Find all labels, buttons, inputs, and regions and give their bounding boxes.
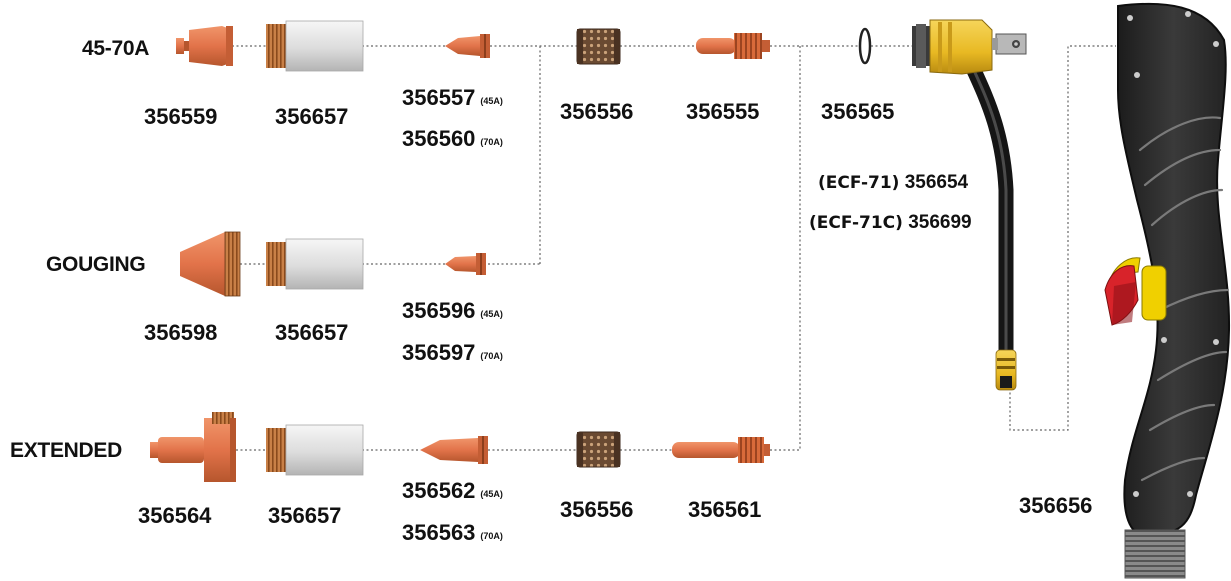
- retaining-cap-356657-row3-graphic: [266, 424, 364, 476]
- nozzle-356596-graphic: [445, 253, 486, 275]
- torch-body-graphic: [912, 19, 1027, 391]
- amp-45a-row2: (45A): [480, 309, 503, 319]
- part-number-356657-row2: 356657: [275, 320, 349, 345]
- o-ring-356565-graphic: [858, 27, 872, 65]
- part-number-356657-row3: 356657: [268, 503, 342, 528]
- electrode-356555-graphic: [696, 33, 770, 59]
- part-number-356555: 356555: [686, 99, 760, 124]
- row-label-45-70a: 45-70A: [82, 37, 150, 60]
- part-number-356563: 356563: [402, 520, 476, 545]
- model-code-ecf71c: (ECF-71C): [809, 213, 903, 233]
- nozzle-gouging-70a-label: 356597 (70A): [402, 342, 503, 364]
- part-number-356556-row1: 356556: [560, 99, 634, 124]
- part-number-356654: 356654: [904, 172, 969, 193]
- retaining-cap-356657-row1-graphic: [266, 20, 364, 72]
- torch-ecf71c-label: (ECF-71C) 356699: [809, 213, 972, 232]
- part-number-356562: 356562: [402, 478, 476, 503]
- row-label-gouging: GOUGING: [46, 253, 146, 276]
- part-number-356656: 356656: [1019, 493, 1093, 518]
- nozzle-356562-graphic: [420, 436, 488, 464]
- torch-ecf71-label: (ECF-71) 356654: [818, 173, 968, 192]
- connection-lines: [232, 45, 1116, 451]
- swirl-ring-356556-row1-graphic: [576, 28, 621, 65]
- shield-cap-356564-graphic: [150, 412, 236, 482]
- torch-handle-graphic: [1104, 2, 1231, 579]
- part-number-356561: 356561: [688, 497, 762, 522]
- retaining-cap-356657-row2-graphic: [266, 238, 364, 290]
- row-label-extended: EXTENDED: [10, 439, 122, 462]
- nozzle-gouging-45a-label: 356596 (45A): [402, 300, 503, 322]
- part-number-356564: 356564: [138, 503, 212, 528]
- part-number-356597: 356597: [402, 340, 476, 365]
- part-number-356657-row1: 356657: [275, 104, 349, 129]
- part-number-356559: 356559: [144, 104, 218, 129]
- nozzle-extended-70a-label: 356563 (70A): [402, 522, 503, 544]
- amp-70a: (70A): [480, 137, 503, 147]
- electrode-356561-graphic: [672, 437, 770, 463]
- model-code-ecf71: (ECF-71): [818, 173, 900, 193]
- part-number-356699: 356699: [908, 212, 972, 233]
- amp-45a: (45A): [480, 96, 503, 106]
- part-number-356557: 356557: [402, 85, 476, 110]
- nozzle-extended-45a-label: 356562 (45A): [402, 480, 503, 502]
- part-number-356598: 356598: [144, 320, 218, 345]
- amp-70a-row3: (70A): [480, 531, 503, 541]
- part-number-356560: 356560: [402, 126, 476, 151]
- amp-45a-row3: (45A): [480, 489, 503, 499]
- shield-cap-356598-graphic: [180, 231, 241, 297]
- amp-70a-row2: (70A): [480, 351, 503, 361]
- part-number-356556-row3: 356556: [560, 497, 634, 522]
- shield-cap-356559-graphic: [176, 26, 233, 66]
- part-number-356565: 356565: [821, 99, 895, 124]
- part-number-356596: 356596: [402, 298, 476, 323]
- nozzle-70a-label: 356560 (70A): [402, 128, 503, 150]
- nozzle-356557-graphic: [445, 34, 490, 58]
- nozzle-45a-label: 356557 (45A): [402, 87, 503, 109]
- swirl-ring-356556-row3-graphic: [576, 431, 621, 468]
